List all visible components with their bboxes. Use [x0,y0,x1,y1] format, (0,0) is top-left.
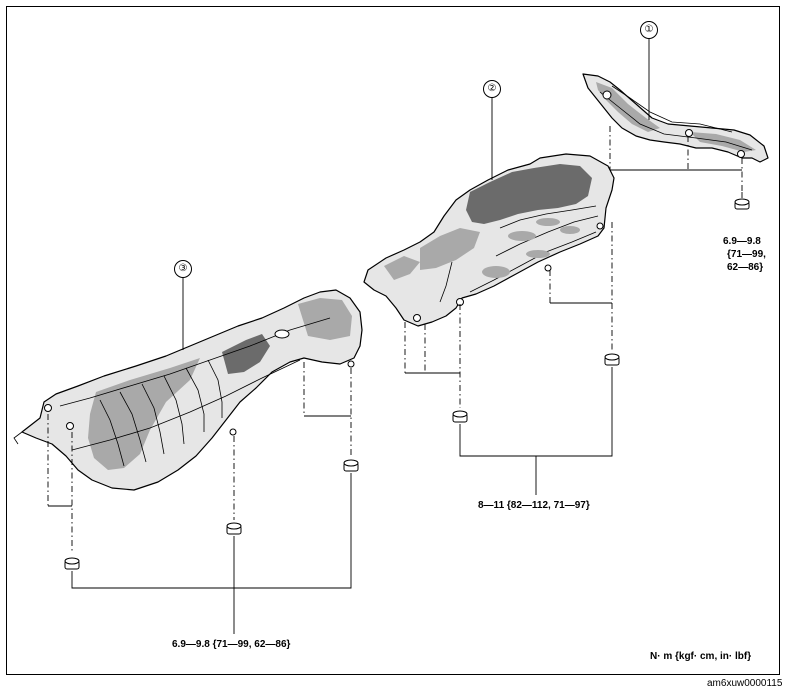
part3-nut-center [226,522,242,535]
torque-spec-part1-line3: 62—86} [727,262,764,273]
units-note: N· m {kgf· cm, in· lbf} [650,651,752,662]
part3-fastener-lines [47,362,359,634]
part1-nut [734,198,750,210]
part3-nut-right [343,459,359,472]
torque-spec-part3: 6.9—9.8 {71—99, 62—86} [172,639,291,650]
callout-3: ③ [174,260,192,278]
torque-spec-part1-line1: 6.9—9.8 [723,236,761,247]
callout-1: ① [640,21,658,39]
part3-nut-left [64,557,80,570]
torque-spec-part2: 8—11 {82—112, 71—97} [478,500,590,511]
heat-insulator-1 [582,73,769,163]
part2-nut-right [604,353,620,366]
callout-leaders [182,38,650,350]
torque-spec-part1-line2: {71—99, [727,249,766,260]
part2-nut-left [452,410,468,423]
part2-fastener-lines [404,222,620,495]
heat-insulator-2 [363,153,615,327]
figure-code: am6xuw0000115 [707,678,783,689]
callout-2: ② [483,80,501,98]
part1-fastener-lines [609,126,750,210]
heat-insulator-3 [13,289,363,491]
